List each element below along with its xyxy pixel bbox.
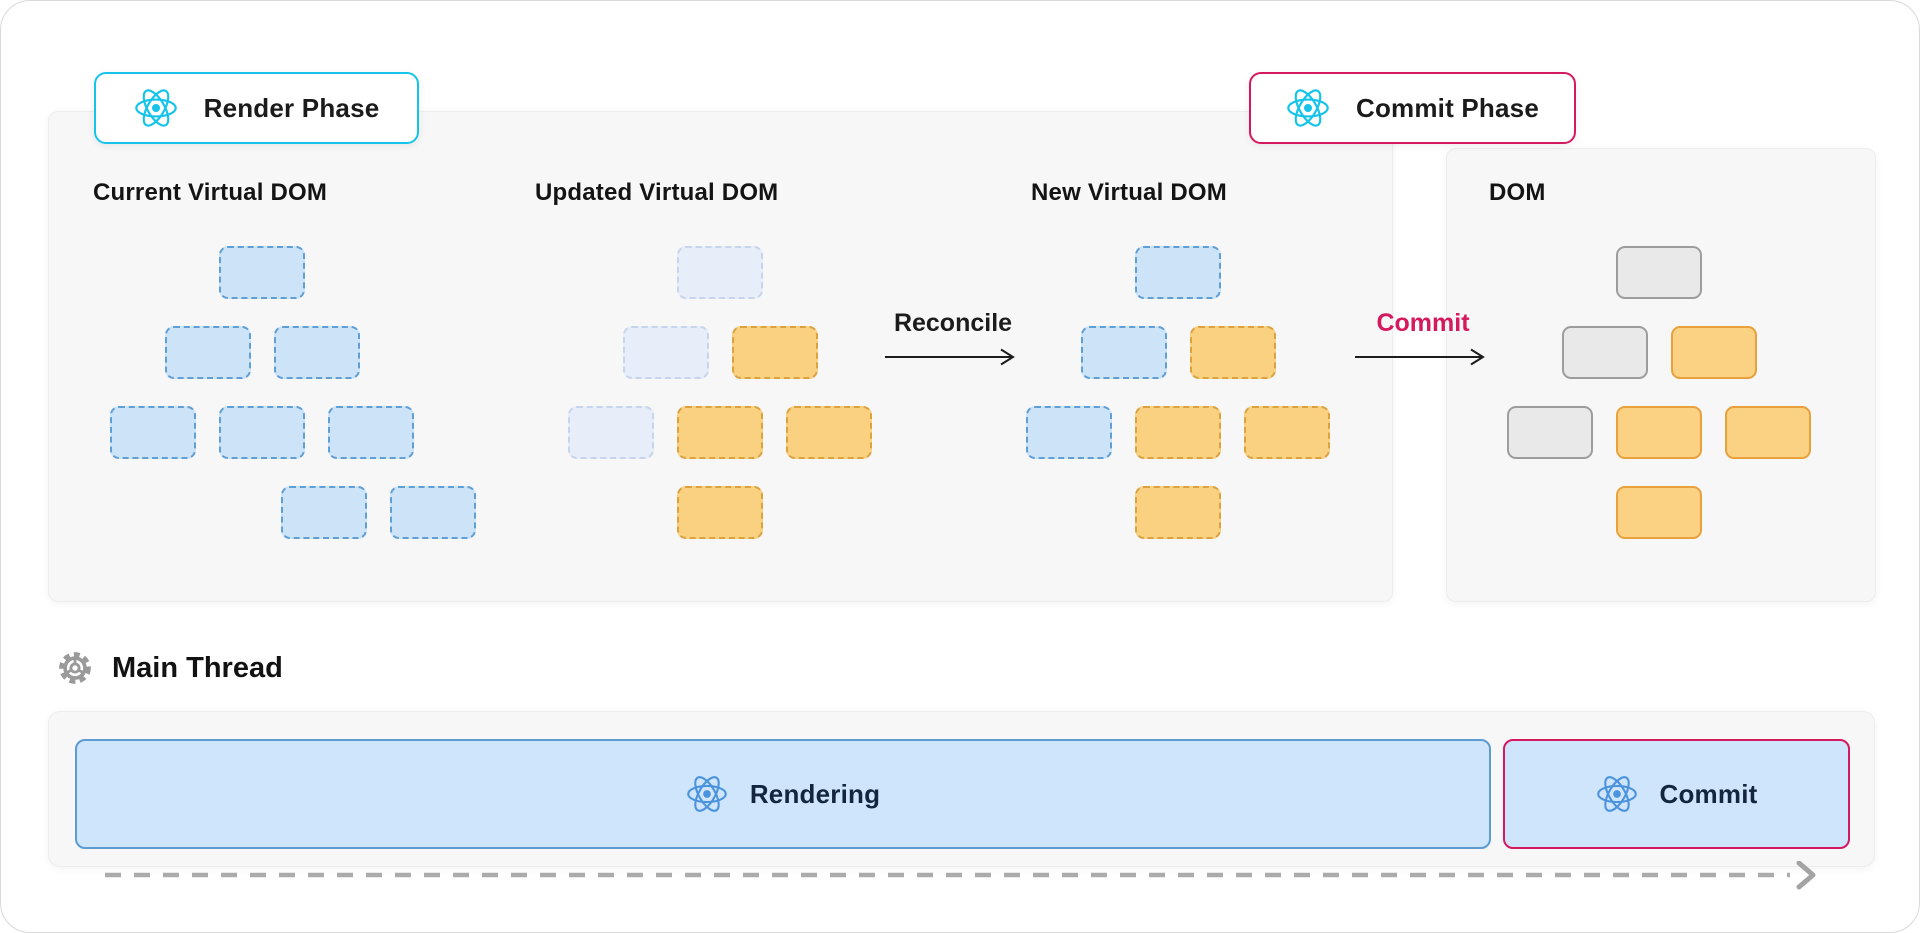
current-virtual-dom-node-blue — [110, 406, 196, 459]
new-virtual-dom-node-blue — [1080, 326, 1167, 379]
tree-updated-virtual-dom — [568, 246, 872, 566]
dom-row — [1507, 486, 1811, 539]
new-virtual-dom-node-orange — [1189, 326, 1276, 379]
main-thread-label: Main Thread — [112, 651, 283, 684]
render-phase-badge: Render Phase — [94, 72, 419, 144]
updated-virtual-dom-node-orange — [731, 326, 818, 379]
dom-row — [1507, 326, 1811, 379]
commit-label: Commit — [1376, 309, 1470, 337]
new-virtual-dom-title: New Virtual DOM — [1031, 179, 1227, 206]
dom-node-orange-solid — [1725, 406, 1811, 459]
current-virtual-dom-node-blue — [389, 486, 476, 539]
render-phase-label: Render Phase — [203, 92, 380, 123]
current-virtual-dom-node-blue — [280, 486, 367, 539]
current-virtual-dom-node-blue — [164, 326, 251, 379]
dom-node-gray — [1507, 406, 1593, 459]
dom-row — [1507, 406, 1811, 459]
dom-node-orange-solid — [1616, 406, 1702, 459]
current-virtual-dom-row — [110, 406, 414, 459]
commit-phase-label: Commit Phase — [1355, 92, 1539, 123]
dom-node-gray — [1561, 326, 1648, 379]
current-virtual-dom-row — [110, 326, 414, 379]
new-virtual-dom-row — [1026, 486, 1330, 539]
updated-virtual-dom-row — [568, 486, 872, 539]
dom-title: DOM — [1489, 179, 1546, 206]
updated-virtual-dom-row — [568, 246, 872, 299]
react-logo-icon — [1287, 89, 1329, 127]
updated-virtual-dom-node-pale — [568, 406, 654, 459]
updated-virtual-dom-row — [568, 326, 872, 379]
dom-node-gray — [1616, 246, 1702, 299]
react-logo-icon — [686, 776, 727, 812]
current-virtual-dom-node-blue — [219, 246, 305, 299]
new-virtual-dom-node-blue — [1026, 406, 1112, 459]
updated-virtual-dom-node-orange — [677, 486, 763, 539]
reconcile-arrow: Reconcile — [883, 309, 1023, 368]
right-arrow-icon — [1355, 348, 1485, 366]
current-virtual-dom-node-blue — [328, 406, 414, 459]
new-virtual-dom-row — [1026, 326, 1330, 379]
current-virtual-dom-node-blue — [219, 406, 305, 459]
commit-arrow: Commit — [1353, 309, 1493, 368]
updated-virtual-dom-node-orange — [677, 406, 763, 459]
gear-icon — [59, 652, 91, 684]
new-virtual-dom-row — [1026, 246, 1330, 299]
updated-virtual-dom-row — [568, 406, 872, 459]
react-logo-icon — [1596, 776, 1637, 812]
commit-phase-badge: Commit Phase — [1249, 72, 1576, 144]
dom-node-orange-solid — [1616, 486, 1702, 539]
new-virtual-dom-node-orange — [1135, 486, 1221, 539]
updated-virtual-dom-node-pale — [622, 326, 709, 379]
current-virtual-dom-title: Current Virtual DOM — [93, 179, 328, 206]
new-virtual-dom-row — [1026, 406, 1330, 459]
rendering-bar: Rendering — [75, 739, 1491, 849]
updated-virtual-dom-title: Updated Virtual DOM — [535, 179, 779, 206]
reconcile-label: Reconcile — [893, 309, 1013, 337]
react-logo-icon — [134, 89, 177, 127]
timeline-dashed-arrow — [105, 861, 1816, 890]
main-thread-timeline-panel: Rendering Commit — [48, 711, 1875, 867]
commit-bar: Commit — [1503, 739, 1850, 849]
dom-row — [1507, 246, 1811, 299]
current-virtual-dom-row — [226, 486, 530, 539]
updated-virtual-dom-node-orange — [786, 406, 872, 459]
new-virtual-dom-node-orange — [1244, 406, 1330, 459]
right-arrow-icon — [885, 348, 1015, 366]
new-virtual-dom-node-blue — [1135, 246, 1221, 299]
tree-new-virtual-dom — [1026, 246, 1330, 566]
new-virtual-dom-node-orange — [1135, 406, 1221, 459]
current-virtual-dom-row — [110, 246, 414, 299]
rendering-bar-label: Rendering — [749, 778, 881, 809]
tree-dom — [1507, 246, 1811, 566]
main-thread-heading: Main Thread — [58, 651, 283, 685]
updated-virtual-dom-node-pale — [677, 246, 763, 299]
dom-node-orange-solid — [1670, 326, 1757, 379]
current-virtual-dom-node-blue — [273, 326, 360, 379]
tree-current-virtual-dom — [110, 246, 476, 566]
commit-bar-label: Commit — [1659, 778, 1758, 809]
